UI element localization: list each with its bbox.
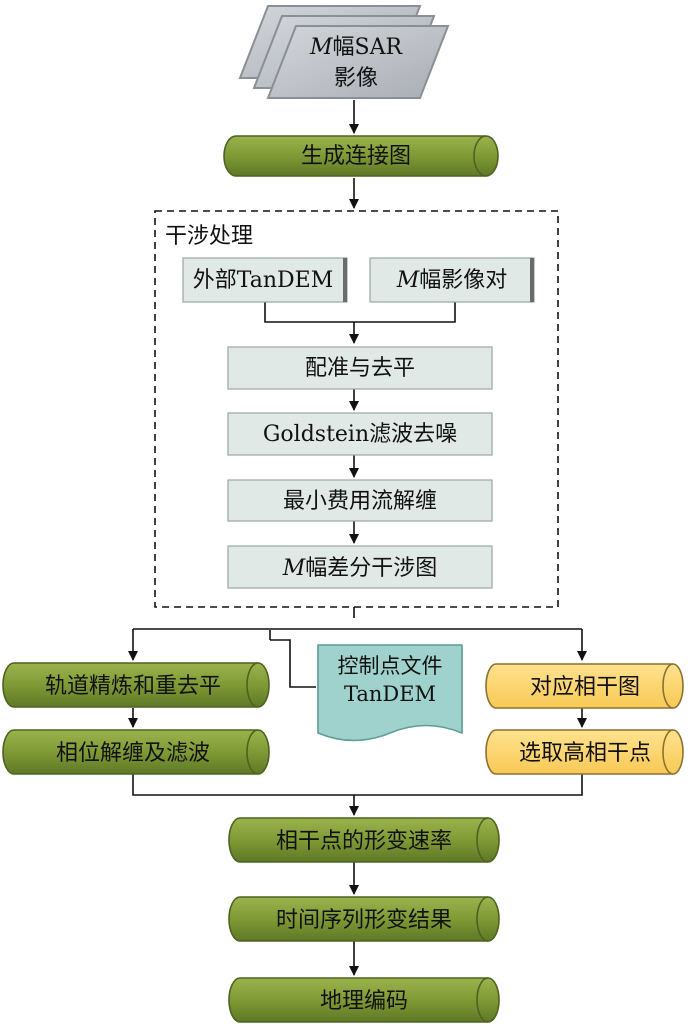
orbit-refine-label: 轨道精炼和重去平: [45, 674, 221, 699]
select-points-label: 选取高相干点: [519, 741, 651, 766]
coherence-map-label: 对应相干图: [530, 675, 640, 700]
phase-unwrap-label: 相位解缠及滤波: [56, 741, 210, 766]
input-title-line2: 影像: [334, 66, 378, 91]
geocode-node: [228, 977, 500, 1023]
control-points-line1: 控制点文件: [338, 654, 443, 678]
control-points-doc-icon: [317, 644, 463, 742]
diff-interferogram-box: [227, 545, 493, 589]
connectors-branch: [128, 607, 587, 976]
unwrap-label: 最小费用流解缠: [283, 489, 437, 514]
connection-graph-label: 生成连接图: [301, 144, 411, 169]
external-dem-shadow: [343, 258, 347, 302]
interference-title: 干涉处理: [165, 224, 253, 249]
interference-frame: [154, 210, 559, 608]
goldstein-box: [227, 412, 493, 456]
control-points-line2: TanDEM: [344, 682, 436, 706]
connectors-top: [264, 100, 456, 544]
image-pair-shadow: [530, 258, 534, 302]
unwrap-box: [227, 479, 493, 522]
timeseries-node: [228, 896, 500, 942]
deform-rate-node: [228, 817, 500, 863]
registration-box: [227, 346, 493, 390]
phase-unwrap-node: [2, 729, 270, 775]
external-dem-label: 外部TanDEM: [193, 268, 333, 293]
geocode-label: 地理编码: [320, 989, 408, 1014]
orbit-refine-node: [2, 662, 270, 708]
image-pair-box: [369, 257, 535, 303]
sar-images-stack-icon: [238, 5, 450, 99]
select-points-node: [485, 729, 684, 775]
registration-label: 配准与去平: [305, 356, 415, 381]
deform-rate-label: 相干点的形变速率: [276, 829, 452, 854]
diff-interferogram-label: M幅差分干涉图: [282, 556, 438, 581]
coherence-map-node: [485, 663, 684, 709]
input-title-line1: M幅SAR: [309, 35, 403, 60]
goldstein-label: Goldstein滤波去噪: [263, 422, 457, 447]
image-pair-label: M幅影像对: [396, 268, 508, 293]
timeseries-label: 时间序列形变结果: [276, 908, 452, 933]
connection-graph-node: [223, 135, 499, 177]
